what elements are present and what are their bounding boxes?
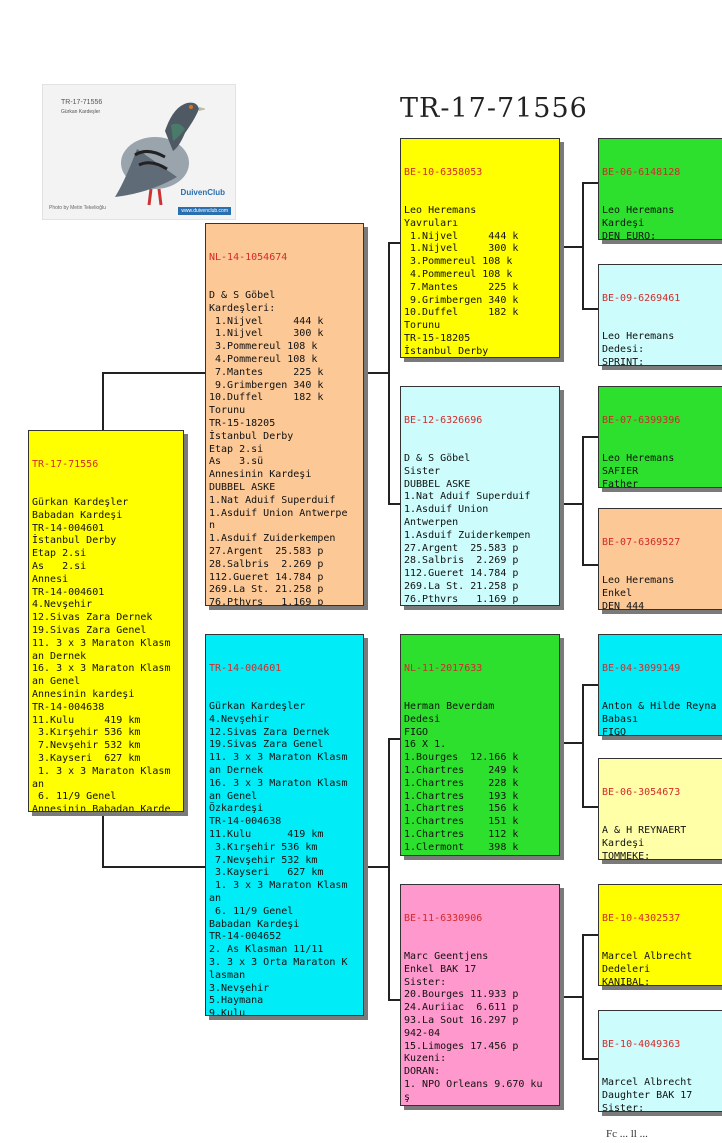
ring-number: BE-10-4049363	[602, 1038, 681, 1050]
ring-number: BE-10-6358053	[404, 166, 483, 178]
connector	[582, 436, 584, 566]
ring-number: BE-12-6326696	[404, 414, 483, 426]
dam-card: TR-14-004601 Gürkan Kardeşler 4.Nevşehir…	[205, 634, 364, 1016]
ring-number: BE-06-6148128	[602, 166, 681, 178]
ring-number: NL-14-1054674	[209, 251, 288, 263]
connector	[388, 738, 400, 740]
photo-caption: TR-17-71556	[61, 99, 103, 106]
pigeon-info: Leo Heremans Yavruları 1.Nijvel 444 k 1.…	[404, 204, 519, 357]
pigeon-info: Gürkan Kardeşler 4.Nevşehir 12.Sivas Zar…	[209, 700, 348, 1016]
page-title: TR-17-71556	[400, 93, 588, 124]
sire-dam-dam-card: BE-07-6369527 Leo Heremans Enkel DEN 444…	[598, 508, 722, 610]
connector	[102, 810, 104, 866]
ring-number: NL-11-2017633	[404, 662, 483, 674]
pigeon-info: Leo Heremans Enkel DEN 444 7 X 1. 2.Nat …	[602, 574, 675, 610]
pigeon-info: Leo Heremans Kardeşi DEN EURO: 1.Europea…	[602, 204, 675, 240]
sire-dam-card: BE-12-6326696 D & S Göbel Sister DUBBEL …	[400, 386, 560, 606]
ring-number: BE-11-6330906	[404, 912, 483, 924]
connector	[582, 684, 584, 808]
pigeon-info: Leo Heremans Dedesi: SPRINT: 1.NPO Chate…	[602, 330, 675, 366]
connector	[388, 242, 390, 504]
connector	[102, 372, 104, 430]
connector	[102, 866, 206, 868]
pigeon-info: D & S Göbel Sister DUBBEL ASKE 1.Nat Adu…	[404, 452, 531, 605]
pigeon-info: A & H REYNAERT Kardeşi TOMMEKE: 1.Prov A…	[602, 824, 687, 860]
pigeon-photo: TR-17-71556 Gürkan Kardeşler DuivenClub …	[42, 84, 236, 220]
connector	[582, 806, 598, 808]
connector	[388, 999, 400, 1001]
ring-number: BE-04-3099149	[602, 662, 681, 674]
connector	[582, 934, 584, 1060]
connector	[364, 372, 388, 374]
connector	[388, 738, 390, 1000]
ring-number: TR-14-004601	[209, 662, 282, 674]
connector	[560, 246, 584, 248]
connector	[582, 308, 598, 310]
connector	[582, 182, 584, 310]
photo-credit: Photo by Metin Tekelioğlu	[49, 205, 106, 211]
ring-number: BE-06-3054673	[602, 786, 681, 798]
sire-dam-sire-card: BE-07-6399396 Leo Heremans SAFIER Father…	[598, 386, 722, 488]
pigeon-info: Marcel Albrecht Daughter BAK 17 Sister: …	[602, 1076, 693, 1112]
dam-sire-card: NL-11-2017633 Herman Beverdam Dedesi FIG…	[400, 634, 560, 856]
pigeon-info: Leo Heremans SAFIER Father DUBBEL ASKE 1…	[602, 452, 675, 488]
connector	[102, 372, 206, 374]
brand-url: www.duivenclub.com	[178, 207, 231, 215]
connector	[364, 866, 388, 868]
pigeon-info: Gürkan Kardeşler Babadan Kardeşi TR-14-0…	[32, 496, 171, 812]
pigeon-info: Marcel Albrecht Dedeleri KANIBAL: 1.NatA…	[602, 950, 693, 986]
pigeon-info: Anton & Hilde Reyna Babası FIGO 16 X 1. …	[602, 700, 717, 736]
dam-dam-dam-card: BE-10-4049363 Marcel Albrecht Daughter B…	[598, 1010, 722, 1112]
dam-dam-card: BE-11-6330906 Marc Geentjens Enkel BAK 1…	[400, 884, 560, 1106]
connector	[582, 934, 598, 936]
connector	[388, 503, 400, 505]
connector	[560, 503, 584, 505]
pigeon-info: Herman Beverdam Dedesi FIGO 16 X 1. 1.Bo…	[404, 700, 519, 855]
connector	[582, 436, 598, 438]
dam-sire-dam-card: BE-06-3054673 A & H REYNAERT Kardeşi TOM…	[598, 758, 722, 860]
dam-sire-sire-card: BE-04-3099149 Anton & Hilde Reyna Babası…	[598, 634, 722, 736]
main-pigeon-card: TR-17-71556 Gürkan Kardeşler Babadan Kar…	[28, 430, 184, 812]
ring-number: BE-10-4302537	[602, 912, 681, 924]
brand-logo: DuivenClub	[180, 188, 225, 197]
footer-text: Fc ... ll ...	[606, 1128, 648, 1140]
connector	[560, 996, 584, 998]
sire-sire-card: BE-10-6358053 Leo Heremans Yavruları 1.N…	[400, 138, 560, 358]
connector	[582, 564, 598, 566]
connector	[582, 1058, 598, 1060]
sire-sire-dam-card: BE-09-6269461 Leo Heremans Dedesi: SPRIN…	[598, 264, 722, 366]
connector	[388, 242, 400, 244]
pigeon-icon	[115, 102, 205, 206]
ring-number: BE-07-6399396	[602, 414, 681, 426]
dam-dam-sire-card: BE-10-4302537 Marcel Albrecht Dedeleri K…	[598, 884, 722, 986]
connector	[560, 742, 584, 744]
connector	[582, 182, 598, 184]
sire-card: NL-14-1054674 D & S Göbel Kardeşleri: 1.…	[205, 223, 364, 606]
sire-sire-sire-card: BE-06-6148128 Leo Heremans Kardeşi DEN E…	[598, 138, 722, 240]
pigeon-info: D & S Göbel Kardeşleri: 1.Nijvel 444 k 1…	[209, 289, 348, 606]
ring-number: BE-07-6369527	[602, 536, 681, 548]
ring-number: TR-17-71556	[32, 458, 99, 470]
ring-number: BE-09-6269461	[602, 292, 681, 304]
connector	[582, 684, 598, 686]
photo-subcaption: Gürkan Kardeşler	[61, 109, 101, 115]
pigeon-info: Marc Geentjens Enkel BAK 17 Sister: 20.B…	[404, 950, 543, 1105]
